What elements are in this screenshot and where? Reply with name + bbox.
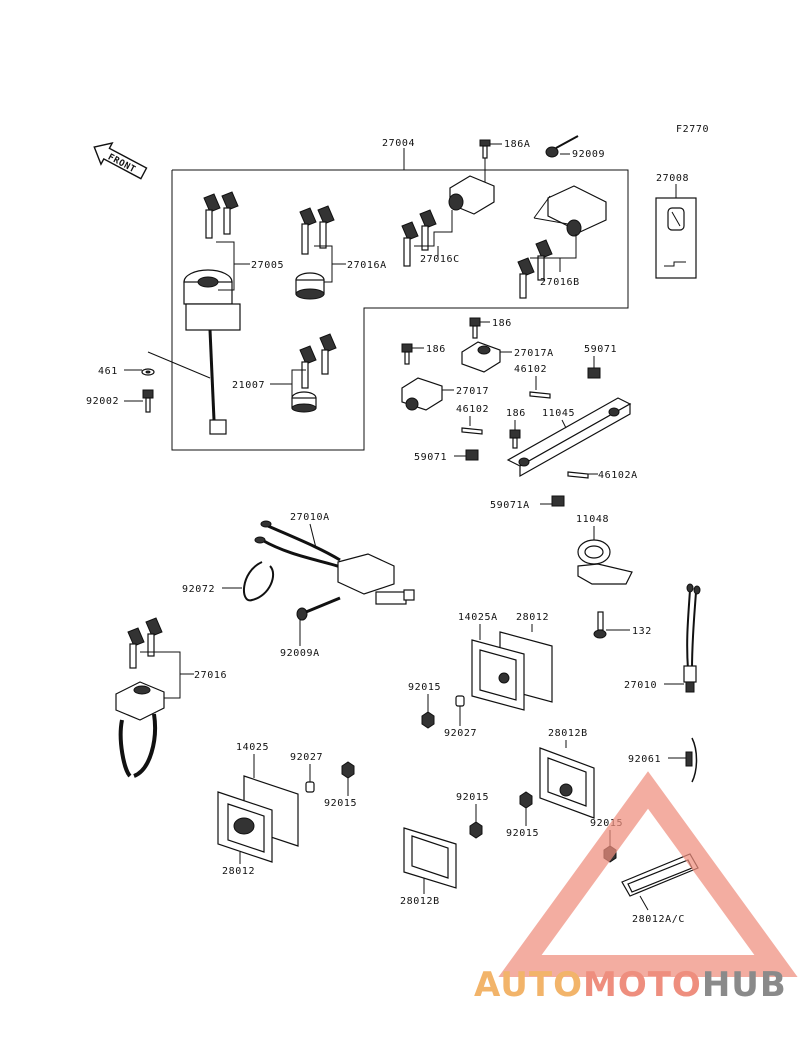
callout-11048: 11048 xyxy=(576,514,609,525)
bolt-186-b xyxy=(401,343,413,365)
key-tag-27008 xyxy=(655,197,697,279)
clip-59071-a xyxy=(587,367,601,379)
bolt-186-a xyxy=(469,317,481,339)
figure-code: F2770 xyxy=(676,124,709,135)
pin-46102-b xyxy=(461,427,483,435)
callout-27010: 27010 xyxy=(624,680,657,691)
callout-92015-d: 92015 xyxy=(456,792,489,803)
ignition-kit-frame xyxy=(171,148,629,451)
key-pair-27016c xyxy=(401,209,437,267)
callout-92027-b: 92027 xyxy=(290,752,323,763)
reflector-14025a xyxy=(471,631,553,711)
light-28012b-b xyxy=(403,827,457,889)
callout-186a: 186A xyxy=(504,139,530,150)
callout-27010a: 27010A xyxy=(290,512,330,523)
nut-92015-a xyxy=(421,711,435,729)
callout-59071-a: 59071 xyxy=(584,344,617,355)
callout-59071-b: 59071 xyxy=(414,452,447,463)
callout-28012-a: 28012 xyxy=(516,612,549,623)
washer-461 xyxy=(141,368,155,376)
callout-27017a: 27017A xyxy=(514,348,554,359)
callout-46102a: 46102A xyxy=(598,470,638,481)
key-pair-27016b xyxy=(517,239,553,299)
bolt-92002 xyxy=(142,389,154,413)
callout-14025: 14025 xyxy=(236,742,269,753)
callout-92009: 92009 xyxy=(572,149,605,160)
callout-27008: 27008 xyxy=(656,173,689,184)
callout-92061: 92061 xyxy=(628,754,661,765)
callout-28012ac: 28012A/C xyxy=(632,914,685,925)
callout-186-a: 186 xyxy=(492,318,512,329)
switch-27010 xyxy=(683,583,701,693)
front-arrow-icon: FRONT xyxy=(93,142,148,180)
nut-92015-b xyxy=(341,761,355,779)
cable-27010a xyxy=(254,520,415,605)
callout-92015-e: 92015 xyxy=(590,818,623,829)
bracket-27017a xyxy=(461,341,501,373)
callout-92009a: 92009A xyxy=(280,648,320,659)
callout-92015-a: 92015 xyxy=(408,682,441,693)
key-pair-27005 xyxy=(203,191,239,239)
callout-27016a: 27016A xyxy=(347,260,387,271)
grommet-92061 xyxy=(685,737,698,783)
nut-92015-d xyxy=(469,821,483,839)
callout-27005: 27005 xyxy=(251,260,284,271)
callout-186-c: 186 xyxy=(506,408,526,419)
callout-21007: 21007 xyxy=(232,380,265,391)
spacer-92027-b xyxy=(305,781,315,793)
pin-46102-a xyxy=(529,391,551,399)
watermark-logo xyxy=(498,771,798,977)
callout-186-b: 186 xyxy=(426,344,446,355)
light-28012b-a xyxy=(539,747,595,819)
callout-461: 461 xyxy=(98,366,118,377)
ignition-switch-27005 xyxy=(183,269,241,435)
key-pair-21007 xyxy=(299,333,337,389)
callout-59071a: 59071A xyxy=(490,500,530,511)
band-92072 xyxy=(242,561,275,602)
callout-46102-a: 46102 xyxy=(514,364,547,375)
lock-21007 xyxy=(291,391,317,413)
callout-92027-a: 92027 xyxy=(444,728,477,739)
spacer-92027-a xyxy=(455,695,465,707)
callout-27016: 27016 xyxy=(194,670,227,681)
callout-27017: 27017 xyxy=(456,386,489,397)
callout-92015-c: 92015 xyxy=(506,828,539,839)
screw-92009a xyxy=(296,596,341,621)
reflector-14025 xyxy=(217,775,299,863)
bolt-186-c xyxy=(509,429,521,449)
clamp-11048 xyxy=(577,539,633,585)
watermark-text: AUTOMOTOHUB xyxy=(474,965,787,1005)
callout-28012-b: 28012 xyxy=(222,866,255,877)
lock-27016b xyxy=(533,185,607,237)
pin-46102a xyxy=(567,471,589,479)
bolt-132 xyxy=(593,611,607,639)
callout-27004: 27004 xyxy=(382,138,415,149)
callout-27016b: 27016B xyxy=(540,277,580,288)
bracket-11045 xyxy=(506,397,632,478)
bracket-27017 xyxy=(401,377,443,411)
lock-27016c xyxy=(448,175,495,215)
clip-59071a xyxy=(551,495,565,507)
nut-92015-c xyxy=(519,791,533,809)
lock-27016 xyxy=(115,681,165,778)
callout-28012b-b: 28012B xyxy=(400,896,440,907)
callout-28012b-a: 28012B xyxy=(548,728,588,739)
lock-27016a xyxy=(295,272,325,300)
key-pair-27016 xyxy=(127,617,163,669)
callout-27016c: 27016C xyxy=(420,254,460,265)
callout-11045: 11045 xyxy=(542,408,575,419)
key-pair-27016a xyxy=(299,205,335,255)
callout-92002: 92002 xyxy=(86,396,119,407)
callout-132: 132 xyxy=(632,626,652,637)
screw-92009 xyxy=(545,135,579,158)
callout-92015-b: 92015 xyxy=(324,798,357,809)
callout-14025a: 14025A xyxy=(458,612,498,623)
clip-59071-b xyxy=(465,449,479,461)
callout-92072: 92072 xyxy=(182,584,215,595)
callout-46102-b: 46102 xyxy=(456,404,489,415)
